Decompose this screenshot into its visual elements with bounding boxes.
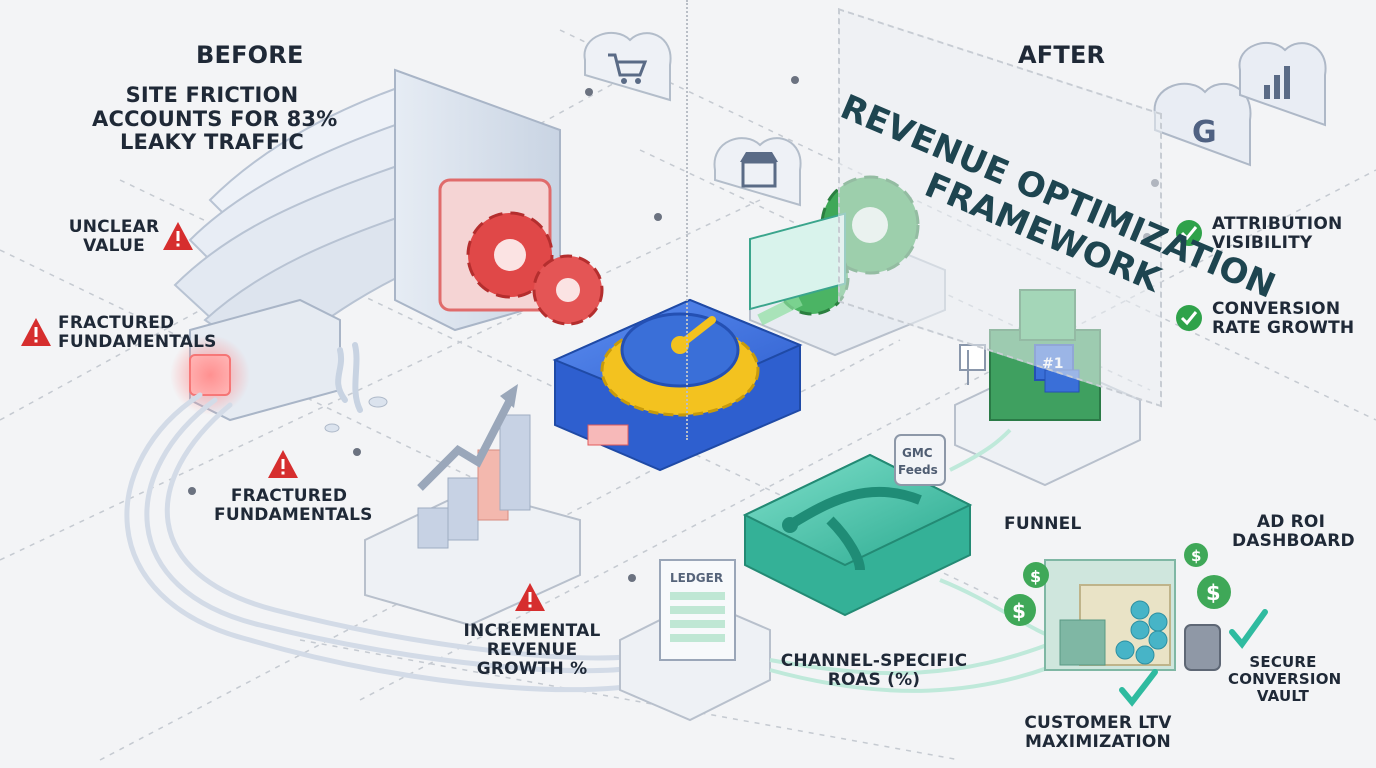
after-header: AFTER bbox=[1018, 41, 1106, 69]
store-cloud-icon bbox=[713, 137, 802, 207]
svg-text:LEDGER: LEDGER bbox=[670, 571, 723, 585]
dollar-coin-icon: $ $ $ $ bbox=[1004, 543, 1231, 626]
funnel-label: FUNNEL bbox=[1004, 514, 1082, 534]
svg-text:GMC: GMC bbox=[902, 446, 933, 460]
secure-vault-label: SECURE CONVERSION VAULT bbox=[1228, 653, 1342, 705]
central-dial-device bbox=[552, 298, 803, 472]
fractured-fundamentals-label: FRACTURED FUNDAMENTALS bbox=[58, 313, 217, 353]
unclear-value-label: UNCLEAR VALUE bbox=[68, 217, 160, 257]
fiber-cables bbox=[124, 392, 663, 693]
site-friction-headline: SITE FRICTION ACCOUNTS FOR 83% LEAKY TRA… bbox=[92, 83, 338, 155]
attribution-visibility-label: ATTRIBUTION VISIBILITY bbox=[1212, 214, 1343, 254]
svg-text:$: $ bbox=[1012, 599, 1026, 623]
green-cables bbox=[769, 428, 1081, 693]
secure-vault: $ $ $ $ bbox=[1004, 543, 1268, 707]
before-header: BEFORE bbox=[196, 41, 304, 69]
ad-roi-dashboard-label: AD ROI DASHBOARD bbox=[1232, 512, 1355, 552]
incremental-revenue-label: INCREMENTAL REVENUE GROWTH % bbox=[463, 621, 601, 680]
funnel-platform: GMC Feeds bbox=[742, 212, 973, 617]
cart-cloud-icon bbox=[583, 31, 672, 102]
svg-text:$: $ bbox=[1030, 567, 1041, 586]
analytics-cloud-icon bbox=[1238, 41, 1327, 127]
svg-text:$: $ bbox=[1191, 547, 1201, 565]
red-gears bbox=[466, 211, 604, 326]
svg-text:Feeds: Feeds bbox=[898, 463, 938, 477]
bar-chart-platform bbox=[364, 384, 581, 627]
fractured-fundamentals-label-2: FRACTURED FUNDAMENTALS bbox=[214, 486, 373, 526]
ledger-box: LEDGER bbox=[619, 559, 771, 722]
before-after-divider bbox=[686, 0, 688, 440]
customer-ltv-label: CUSTOMER LTV MAXIMIZATION bbox=[1024, 713, 1172, 753]
svg-text:G: G bbox=[1192, 115, 1217, 150]
check-mark-icon bbox=[1119, 669, 1158, 707]
check-circle-icon bbox=[1176, 220, 1202, 331]
warning-icon bbox=[21, 222, 545, 611]
trend-arrow-icon bbox=[417, 398, 514, 491]
check-mark-icon bbox=[1229, 609, 1268, 649]
conversion-rate-label: CONVERSION RATE GROWTH bbox=[1212, 299, 1355, 339]
gmc-feeds-sign: GMC Feeds bbox=[894, 434, 946, 486]
google-cloud-icon: G bbox=[1153, 82, 1252, 167]
channel-roas-label: CHANNEL-SPECIFIC ROAS (%) bbox=[780, 651, 968, 691]
svg-text:$: $ bbox=[1206, 581, 1221, 605]
